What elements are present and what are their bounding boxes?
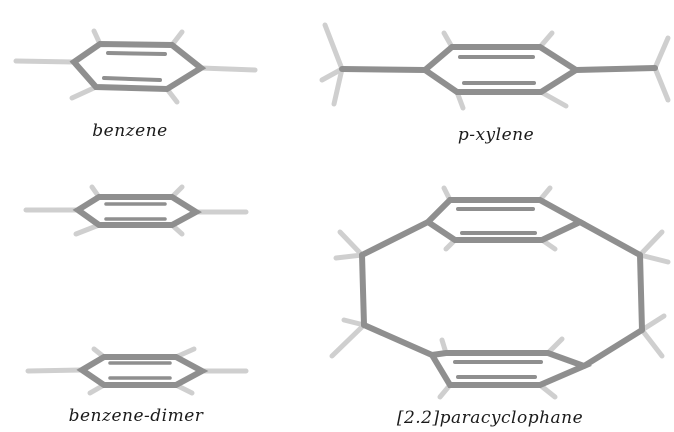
benzene-molecule [13, 28, 258, 105]
p-xylene-caption: p-xylene [457, 125, 535, 145]
paracyclophane-caption: [2.2]paracyclophane [396, 408, 584, 428]
benzene-dimer-lower-ring [25, 346, 249, 396]
paracyclophane-molecule [329, 185, 671, 400]
benzene-dimer-upper-ring [23, 184, 249, 237]
benzene-dimer-caption: benzene-dimer [68, 406, 204, 426]
p-xylene-molecule [319, 22, 671, 111]
benzene-caption: benzene [92, 121, 168, 141]
